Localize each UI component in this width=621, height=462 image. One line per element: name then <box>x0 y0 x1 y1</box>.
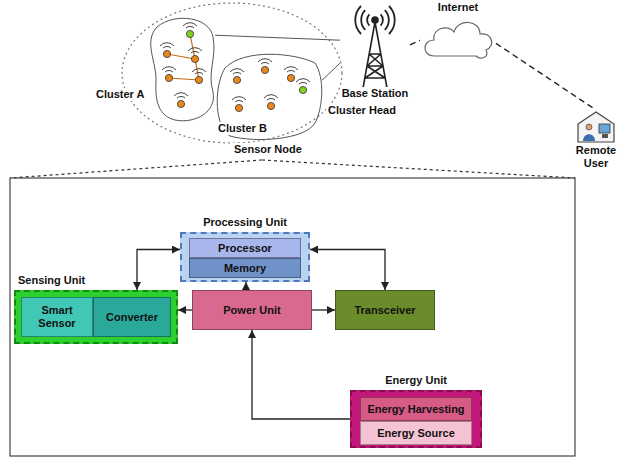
processing-unit-frame: Processing UnitProcessorMemory <box>180 232 310 282</box>
arrow-connector <box>310 250 385 291</box>
callout-label: Cluster Head <box>326 104 398 116</box>
sensor-icon <box>192 69 206 84</box>
cluster-link <box>169 78 199 80</box>
network-region <box>122 3 342 143</box>
zoom-line <box>10 160 262 178</box>
component-box: Converter <box>93 297 171 337</box>
unit-heading: Processing Unit <box>162 216 328 229</box>
unit-heading: Sensing Unit <box>18 274 85 287</box>
sensor-icon <box>264 95 278 110</box>
internet-cloud: Internet <box>420 0 496 62</box>
node-label: Internet <box>420 1 496 14</box>
callout-label: Sensor Node <box>232 143 304 155</box>
process-box: Transceiver <box>335 290 435 330</box>
sensor-icon <box>258 59 272 74</box>
arrow-connector <box>312 309 335 310</box>
sensor-icon <box>230 69 244 84</box>
link-line <box>496 43 596 110</box>
sensing-unit-frame: Sensing UnitSmart SensorConverter <box>14 290 178 344</box>
component-box: Processor <box>189 238 301 258</box>
house-icon <box>578 112 614 142</box>
cluster-region: Cluster B <box>215 48 322 140</box>
box-label: Energy Source <box>377 427 455 440</box>
sensor-node-panel <box>10 178 575 456</box>
box-label: Memory <box>224 262 266 275</box>
cluster-region: Cluster A <box>95 12 215 128</box>
cluster-head-icon <box>183 23 197 38</box>
sensor-icon <box>162 67 176 82</box>
sensor-icon <box>160 43 174 58</box>
base-station: Base Station <box>340 8 410 100</box>
cluster-outline <box>217 54 322 139</box>
cluster-head-icon <box>296 79 310 94</box>
arrow-connector <box>178 309 192 310</box>
cluster-link <box>167 54 195 59</box>
arrow-connector <box>137 250 180 291</box>
box-label: Processor <box>218 242 272 255</box>
node-label: Base Station <box>340 87 410 100</box>
link-line <box>215 35 340 40</box>
cloud-icon <box>425 22 492 58</box>
component-box: Energy Harvesting <box>360 397 472 421</box>
process-box: Power Unit <box>192 290 312 330</box>
sensor-icon <box>174 93 188 108</box>
component-box: Memory <box>189 258 301 278</box>
component-box: Smart Sensor <box>21 297 93 337</box>
box-label: Power Unit <box>223 304 280 317</box>
component-box: Energy Source <box>360 421 472 445</box>
node-label: Remote User <box>572 144 620 169</box>
link-line <box>410 40 420 45</box>
sensor-icon <box>232 97 246 112</box>
cluster-region-art <box>95 12 215 128</box>
box-label: Energy Harvesting <box>367 403 464 416</box>
cluster-outline <box>151 18 214 120</box>
node-label: Cluster B <box>217 122 268 135</box>
sensor-icon <box>188 48 202 63</box>
arrow-connector <box>252 330 350 419</box>
link-line <box>322 63 340 80</box>
remote-user: Remote User <box>572 110 620 174</box>
box-label: Converter <box>106 311 158 324</box>
box-label: Smart Sensor <box>25 304 89 329</box>
zoom-line <box>262 160 575 178</box>
energy-unit-frame: Energy UnitEnergy HarvestingEnergy Sourc… <box>350 390 482 448</box>
arrow-connector <box>245 282 246 290</box>
box-label: Transceiver <box>354 304 415 317</box>
tower-icon <box>355 6 394 88</box>
unit-heading: Energy Unit <box>332 374 500 387</box>
node-label: Cluster A <box>95 88 146 101</box>
base-station-art <box>340 8 410 100</box>
sensor-icon <box>284 67 298 82</box>
